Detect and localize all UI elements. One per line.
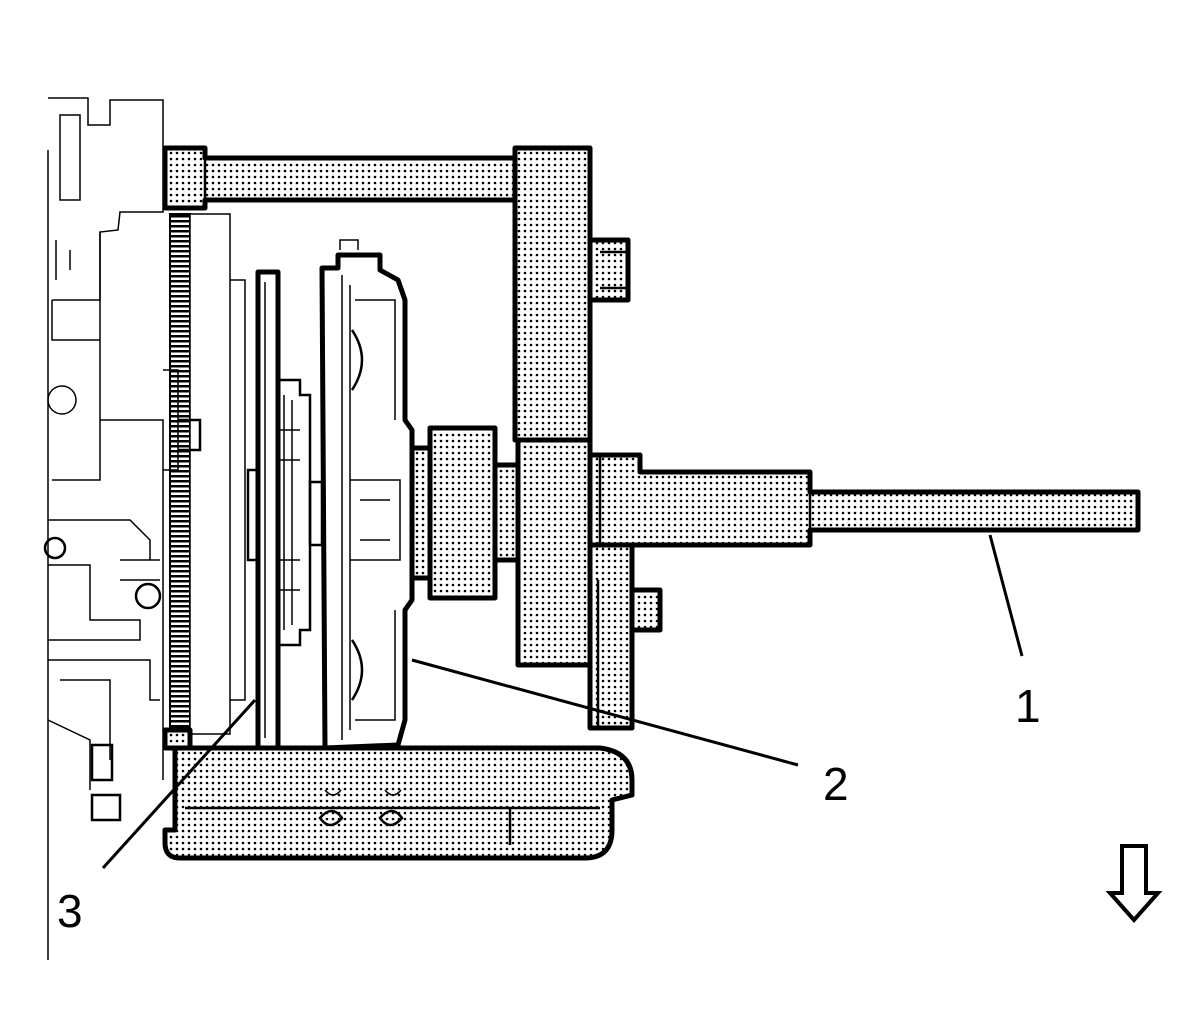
tool-vertical-column [512, 145, 631, 443]
callout-label-3: 3 [57, 885, 83, 937]
flywheel-ring-gear [163, 213, 246, 735]
tool-hub-assembly [409, 425, 593, 668]
leader-line-1 [988, 534, 1024, 657]
leader-line-2 [411, 658, 799, 767]
leader-lines [101, 534, 1024, 870]
tool-top-arm [162, 145, 518, 211]
callout-label-1: 1 [1015, 680, 1041, 732]
leader-line-3 [101, 698, 257, 870]
tool-threaded-shaft [587, 452, 1141, 548]
pressure-plate [319, 239, 415, 751]
clutch-disc [246, 269, 324, 751]
tool-lower-bracket [587, 542, 663, 731]
tool-bottom-cradle [162, 727, 635, 861]
engine-block [43, 97, 164, 960]
callout-label-2: 2 [823, 758, 849, 810]
down-arrow-icon [1105, 844, 1163, 924]
